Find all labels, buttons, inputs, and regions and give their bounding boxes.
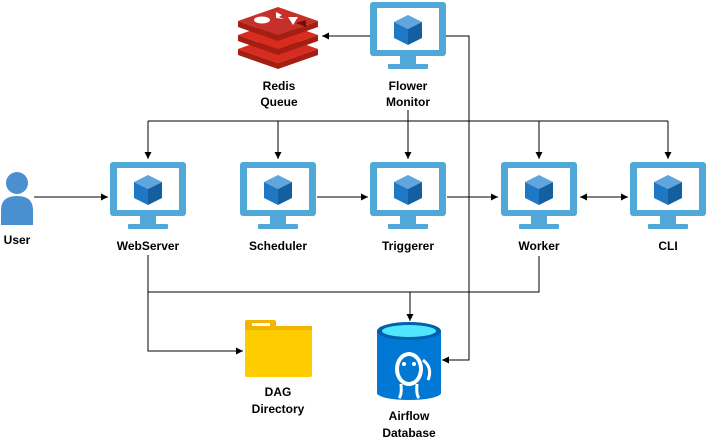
redis-logo-icon (238, 7, 318, 69)
node-airflow-database: Airflow Database (377, 322, 441, 440)
user-icon (1, 172, 33, 225)
user-label: User (4, 233, 31, 247)
connectors (34, 32, 672, 364)
scheduler-label: Scheduler (249, 239, 307, 253)
monitor-cube-icon (240, 162, 316, 229)
node-triggerer: Triggerer (370, 162, 446, 253)
edge-flower-redis (322, 32, 470, 268)
node-redis-queue: Redis Queue (238, 7, 318, 109)
node-worker: Worker (501, 162, 577, 253)
redis-label-line1: Redis (263, 79, 296, 93)
node-dag-directory: DAG Directory (245, 320, 312, 416)
redis-label-line2: Queue (260, 95, 298, 109)
monitor-cube-icon (370, 2, 446, 69)
edge-webserver-worker-db-bus (147, 255, 540, 293)
postgres-database-icon (377, 322, 441, 400)
edge-webserver-dag (147, 292, 243, 355)
dag-label-line1: DAG (265, 385, 292, 399)
monitor-cube-icon (501, 162, 577, 229)
node-flower-monitor: Flower Monitor (370, 2, 446, 109)
cli-label: CLI (658, 239, 677, 253)
monitor-cube-icon (110, 162, 186, 229)
monitor-cube-icon (630, 162, 706, 229)
worker-label: Worker (518, 239, 559, 253)
flower-label-line2: Monitor (386, 95, 430, 109)
monitor-cube-icon (370, 162, 446, 229)
folder-icon (245, 320, 312, 377)
edge-db-flower (442, 268, 470, 361)
node-user: User (1, 172, 33, 247)
dag-label-line2: Directory (252, 402, 305, 416)
node-webserver: WebServer (110, 162, 186, 253)
db-label-line2: Database (382, 426, 436, 440)
node-scheduler: Scheduler (240, 162, 316, 253)
triggerer-label: Triggerer (382, 239, 434, 253)
webserver-label: WebServer (117, 239, 180, 253)
node-cli: CLI (630, 162, 706, 253)
db-label-line1: Airflow (389, 409, 430, 423)
flower-label-line1: Flower (389, 79, 428, 93)
